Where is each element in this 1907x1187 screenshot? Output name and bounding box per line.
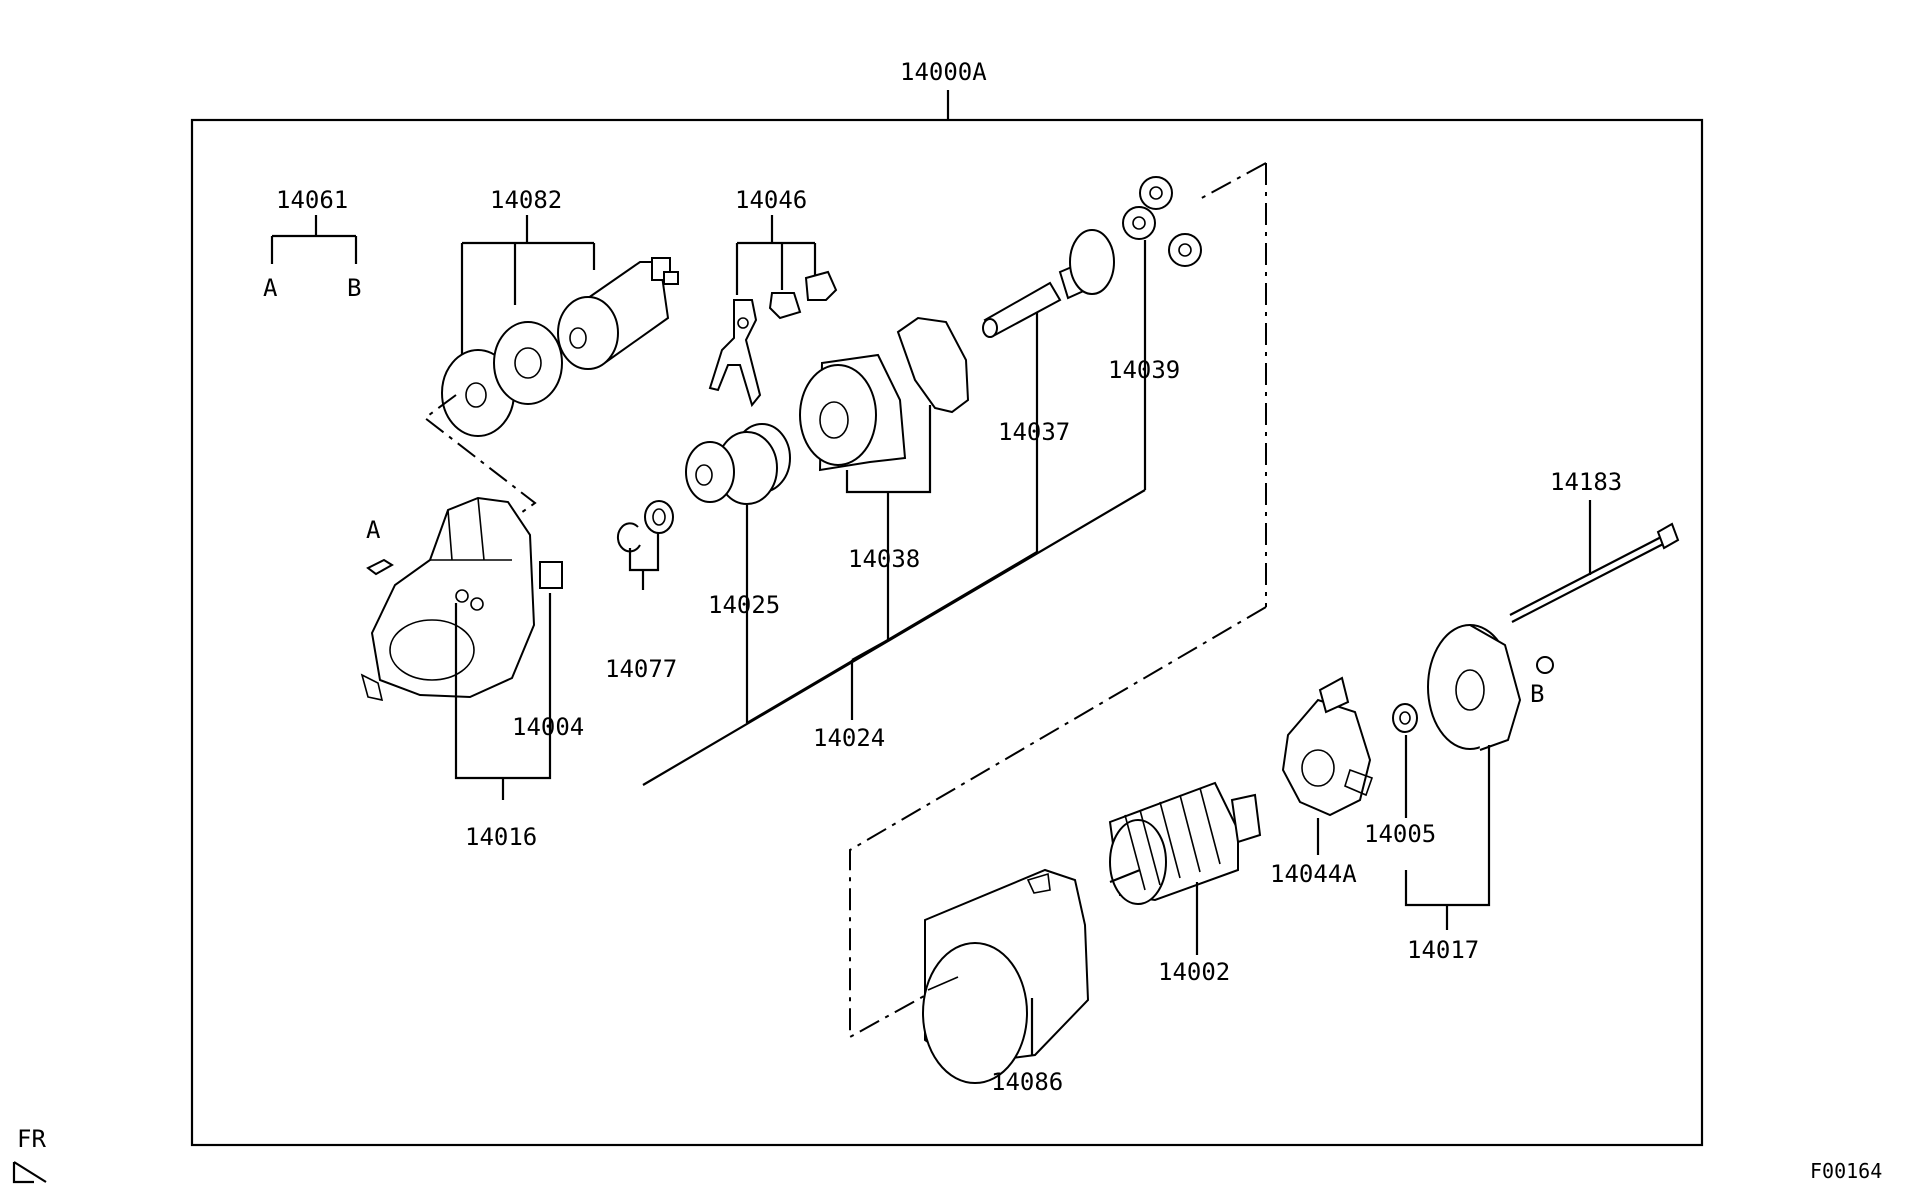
label-14002[interactable]: 14002: [1158, 958, 1230, 986]
label-14038[interactable]: 14038: [848, 545, 920, 573]
brush-holder-drawing: [1281, 676, 1374, 817]
stop-ring-drawing: [616, 500, 674, 553]
label-14082[interactable]: 14082: [490, 186, 562, 214]
label-14183[interactable]: 14183: [1550, 468, 1622, 496]
label-14086[interactable]: 14086: [991, 1068, 1063, 1096]
label-14044A[interactable]: 14044A: [1270, 860, 1357, 888]
armature-drawing: [1108, 781, 1262, 905]
label-14004[interactable]: 14004: [512, 713, 584, 741]
internal-gear-housing-drawing: [799, 316, 970, 472]
label-14005[interactable]: 14005: [1364, 820, 1436, 848]
label-14077[interactable]: 14077: [605, 655, 677, 683]
label-14016[interactable]: 14016: [465, 823, 537, 851]
label-14024[interactable]: 14024: [813, 724, 885, 752]
label-14046[interactable]: 14046: [735, 186, 807, 214]
orientation-label: FR: [17, 1125, 46, 1153]
marker-a-top: A: [263, 274, 278, 302]
planetary-gears-drawing: [1122, 176, 1202, 267]
figure-code: F00164: [1810, 1159, 1882, 1183]
front-housing-drawing: [360, 496, 563, 702]
overrunning-clutch-drawing: [685, 423, 791, 505]
yoke-drawing: [922, 868, 1090, 1084]
front-arrow-icon: [12, 1161, 47, 1184]
label-14037[interactable]: 14037: [998, 418, 1070, 446]
solenoid-switch-drawing: [441, 257, 679, 437]
planetary-shaft-drawing: [982, 229, 1115, 338]
label-14000A[interactable]: 14000A: [900, 58, 987, 86]
rear-bracket-drawing: [1392, 624, 1554, 751]
marker-b-top: B: [347, 274, 361, 302]
label-14025[interactable]: 14025: [708, 591, 780, 619]
through-bolt-drawing: [1509, 522, 1680, 623]
marker-b-screw: B: [1530, 680, 1544, 708]
marker-a-bolt: A: [366, 516, 381, 544]
label-14017[interactable]: 14017: [1407, 936, 1479, 964]
drive-lever-drawing: [708, 270, 838, 408]
label-14039[interactable]: 14039: [1108, 356, 1180, 384]
label-14061[interactable]: 14061: [276, 186, 348, 214]
